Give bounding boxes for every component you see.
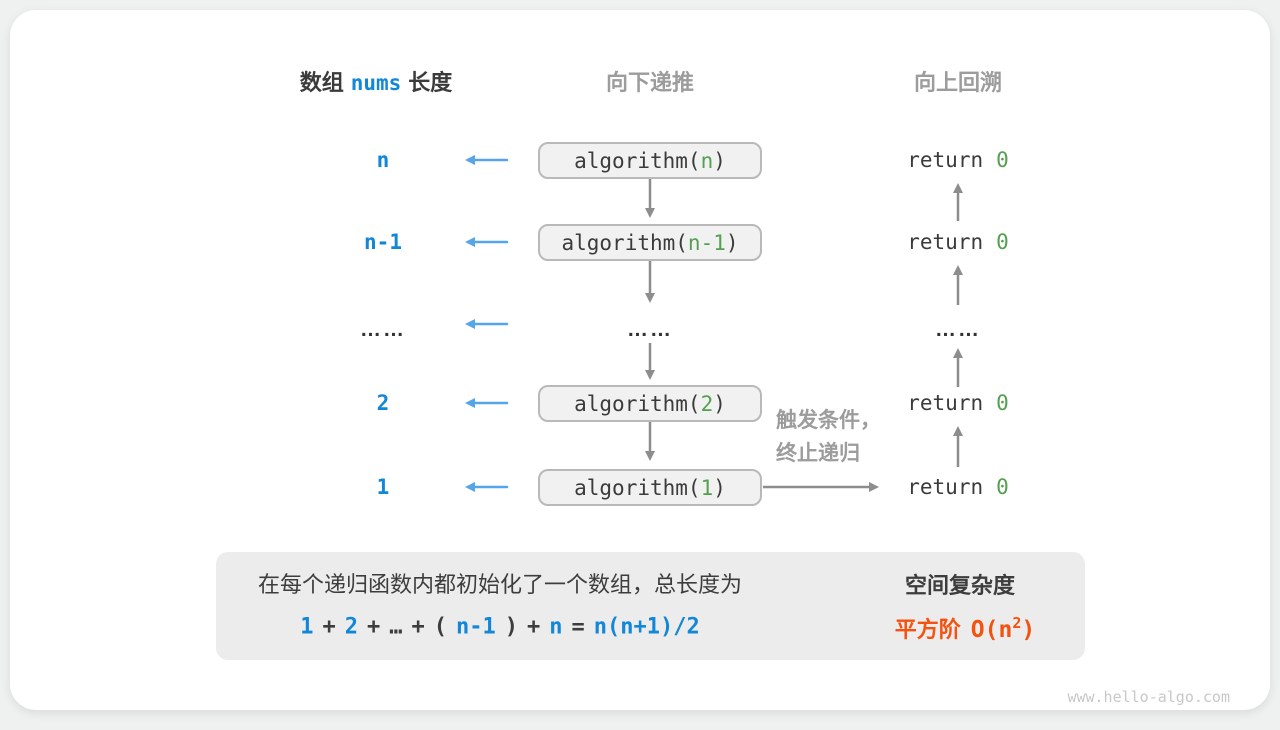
formula-op: + bbox=[367, 614, 381, 640]
return-statement: return 0 bbox=[907, 230, 1009, 254]
call-fn: algorithm( bbox=[574, 148, 701, 173]
formula-op: + bbox=[322, 614, 336, 640]
terminate-note-line2: 终止递归 bbox=[776, 442, 860, 465]
call-box-n: algorithm(n) bbox=[538, 142, 762, 179]
column-header-recurse-down: 向下递推 bbox=[605, 70, 695, 95]
header-array-code: nums bbox=[350, 71, 402, 95]
depth-label-n: n bbox=[376, 148, 390, 172]
formula-term: 1 bbox=[300, 614, 314, 640]
big-o-open: O(n bbox=[970, 617, 1013, 643]
terminate-note-line1: 触发条件， bbox=[776, 409, 881, 432]
call-close: ) bbox=[713, 475, 726, 500]
formula-result: n(n+1)/2 bbox=[593, 614, 700, 640]
call-close: ) bbox=[713, 391, 726, 416]
column-header-backtrack-up: 向上回溯 bbox=[913, 70, 1003, 95]
formula-term: n bbox=[549, 614, 563, 640]
formula-paren: ) bbox=[504, 614, 519, 640]
summary-panel: 在每个递归函数内都初始化了一个数组，总长度为 1 + 2 + … + ( n-1… bbox=[216, 552, 1085, 660]
summary-formula: 1 + 2 + … + ( n-1 ) + n = n(n+1)/2 bbox=[300, 615, 699, 640]
return-keyword: return bbox=[907, 475, 984, 499]
return-value: 0 bbox=[996, 391, 1009, 415]
ellipsis-middle: …… bbox=[627, 318, 673, 341]
return-statement: return 0 bbox=[907, 391, 1009, 415]
call-box-n-1: algorithm(n-1) bbox=[538, 224, 762, 261]
exponent: 2 bbox=[1012, 614, 1022, 632]
call-fn: algorithm( bbox=[574, 475, 701, 500]
header-array-prefix: 数组 bbox=[299, 70, 344, 95]
call-arg: 2 bbox=[700, 391, 714, 416]
call-fn: algorithm( bbox=[561, 230, 688, 255]
complexity-title: 空间复杂度 bbox=[904, 573, 1016, 598]
return-value: 0 bbox=[996, 148, 1009, 172]
call-arg: n bbox=[700, 148, 714, 173]
summary-text: 在每个递归函数内都初始化了一个数组，总长度为 bbox=[257, 572, 743, 597]
return-keyword: return bbox=[907, 230, 984, 254]
depth-pointer-arrows bbox=[465, 155, 509, 492]
complexity-order-cjk: 平方阶 bbox=[894, 617, 961, 642]
return-value: 0 bbox=[996, 475, 1009, 499]
return-statement: return 0 bbox=[907, 475, 1009, 499]
big-o-close: ) bbox=[1021, 617, 1036, 643]
formula-op: + bbox=[527, 614, 541, 640]
formula-term: n-1 bbox=[456, 614, 496, 640]
formula-ellipsis: … bbox=[389, 614, 403, 640]
formula-op: = bbox=[571, 614, 585, 640]
formula-paren: ( bbox=[433, 614, 448, 640]
depth-label-2: 2 bbox=[376, 391, 390, 415]
return-keyword: return bbox=[907, 391, 984, 415]
return-value: 0 bbox=[996, 230, 1009, 254]
call-arg: n-1 bbox=[687, 230, 726, 255]
header-array-suffix: 长度 bbox=[408, 70, 453, 95]
return-statement: return 0 bbox=[907, 148, 1009, 172]
call-fn: algorithm( bbox=[574, 391, 701, 416]
watermark: www.hello-algo.com bbox=[1067, 688, 1230, 706]
ellipsis-left: …… bbox=[360, 318, 406, 341]
complexity-notation: O(n2) bbox=[970, 614, 1036, 643]
call-close: ) bbox=[713, 148, 726, 173]
depth-label-n-1: n-1 bbox=[364, 230, 402, 254]
formula-term: 2 bbox=[344, 614, 359, 640]
return-keyword: return bbox=[907, 148, 984, 172]
formula-op: + bbox=[411, 614, 425, 640]
call-arg: 1 bbox=[700, 475, 714, 500]
ellipsis-right: …… bbox=[935, 318, 981, 341]
call-box-2: algorithm(2) bbox=[538, 385, 762, 422]
depth-label-1: 1 bbox=[376, 475, 390, 499]
call-close: ) bbox=[725, 230, 739, 255]
call-box-1: algorithm(1) bbox=[538, 469, 762, 506]
complexity-value: 平方阶 O(n2) bbox=[895, 612, 1035, 644]
